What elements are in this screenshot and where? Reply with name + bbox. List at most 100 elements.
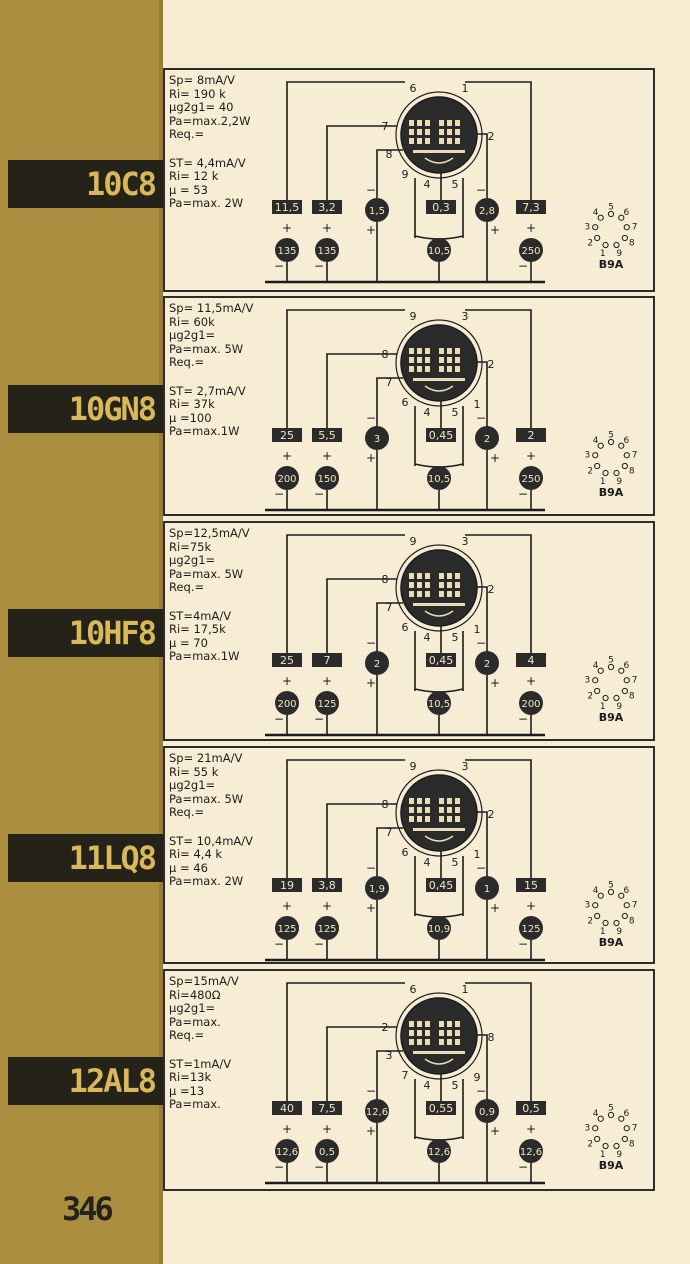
- base-pin-number: 1: [600, 249, 606, 259]
- voltage-box: 0,55: [426, 1101, 456, 1115]
- current-circle: 1,9: [365, 876, 389, 900]
- supply-circle-value: 250: [521, 246, 540, 257]
- base-pin-number: 5: [608, 1104, 614, 1114]
- pin-base-label: B9A: [599, 1159, 624, 1172]
- voltage-box: 7: [312, 653, 342, 667]
- polarity-minus: −: [366, 861, 376, 875]
- pin-number: 7: [386, 376, 393, 389]
- supply-circle-value: 0,5: [319, 1147, 335, 1158]
- supply-circle-value: 125: [317, 924, 336, 935]
- base-pin-number: 8: [629, 917, 635, 927]
- voltage-box-value: 40: [280, 1102, 294, 1115]
- base-pin-number: 7: [632, 450, 638, 460]
- voltage-box-value: 3,8: [318, 879, 336, 892]
- base-pin-number: 6: [624, 1109, 630, 1119]
- polarity-minus: −: [518, 259, 528, 273]
- spec-line: Sp= 8mA/V: [169, 73, 236, 87]
- current-circle: 2: [365, 651, 389, 675]
- voltage-box-value: 0,55: [429, 1102, 454, 1115]
- polarity-minus: −: [518, 712, 528, 726]
- voltage-box-value: 25: [280, 654, 294, 667]
- supply-circle: 12,6: [427, 1139, 451, 1163]
- spec-line: μg2g1= 40: [169, 100, 234, 114]
- voltage-box-value: 3,2: [318, 201, 336, 214]
- base-pin-number: 7: [632, 1123, 638, 1133]
- pin-number: 2: [382, 1021, 389, 1034]
- base-pin-number: 9: [616, 477, 622, 487]
- current-circle-value: 2: [484, 434, 490, 445]
- base-pin-number: 1: [600, 477, 606, 487]
- supply-circle: 200: [519, 691, 543, 715]
- current-circle: 2: [475, 426, 499, 450]
- voltage-box-value: 7: [324, 654, 331, 667]
- polarity-minus: −: [476, 183, 486, 197]
- voltage-box-value: 0,45: [429, 879, 454, 892]
- pin-number: 1: [474, 398, 481, 411]
- pin-number: 3: [462, 535, 469, 548]
- supply-circle-value: 10,5: [428, 246, 450, 257]
- voltage-box: 0,45: [426, 878, 456, 892]
- voltage-box: 0,45: [426, 653, 456, 667]
- base-pin-number: 5: [608, 656, 614, 666]
- spec-line: Pa=max. 2W: [169, 196, 244, 210]
- pin-base-label: B9A: [599, 486, 624, 499]
- spec-line: ST= 10,4mA/V: [169, 833, 254, 848]
- spec-line: μ =13: [169, 1083, 205, 1098]
- voltage-box-value: 7,3: [522, 201, 540, 214]
- spec-line: Req.=: [169, 805, 205, 819]
- spec-line: μ =100: [169, 410, 212, 425]
- pin-number: 6: [410, 82, 417, 95]
- polarity-plus: +: [526, 674, 536, 688]
- spec-line: Pa=max. 5W: [169, 341, 244, 356]
- spec-line: Pa=max.1W: [169, 649, 240, 663]
- base-pin-number: 9: [616, 249, 622, 259]
- polarity-plus: +: [282, 1122, 292, 1136]
- spec-line: Ri=75k: [169, 539, 212, 554]
- voltage-box-value: 0,5: [522, 1102, 540, 1115]
- polarity-minus: −: [274, 259, 284, 273]
- voltage-box-value: 11,5: [275, 201, 300, 214]
- pin-base-label: B9A: [599, 711, 624, 724]
- pin-number: 4: [424, 631, 431, 644]
- polarity-minus: −: [274, 1160, 284, 1174]
- page-number: 346: [62, 1190, 114, 1228]
- polarity-minus: −: [366, 1084, 376, 1098]
- polarity-minus: −: [314, 487, 324, 501]
- pin-number: 9: [402, 168, 409, 181]
- current-circle-value: 3: [374, 434, 380, 445]
- polarity-minus: −: [314, 1160, 324, 1174]
- polarity-plus: +: [490, 1124, 500, 1138]
- polarity-plus: +: [490, 223, 500, 237]
- spec-line: Pa=max.: [169, 1097, 221, 1111]
- pin-number: 4: [424, 406, 431, 419]
- current-circle-value: 2: [374, 659, 380, 670]
- voltage-box-value: 2: [528, 429, 535, 442]
- base-pin-number: 4: [593, 1109, 599, 1119]
- pin-number: 4: [424, 1079, 431, 1092]
- pin-number: 3: [386, 1049, 393, 1062]
- base-pin-number: 8: [629, 467, 635, 477]
- pin-number: 9: [410, 535, 417, 548]
- base-pin-number: 1: [600, 927, 606, 937]
- polarity-plus: +: [322, 674, 332, 688]
- base-pin-number: 3: [584, 675, 590, 685]
- current-circle-value: 0,9: [479, 1107, 495, 1118]
- polarity-plus: +: [366, 1124, 376, 1138]
- base-pin-number: 3: [584, 222, 590, 232]
- supply-circle-value: 10,5: [428, 474, 450, 485]
- spec-line: ST=4mA/V: [169, 608, 232, 623]
- current-circle-value: 1,9: [369, 884, 385, 895]
- spec-line: μg2g1=: [169, 553, 216, 567]
- polarity-minus: −: [274, 937, 284, 951]
- pin-number: 6: [402, 621, 409, 634]
- base-pin-number: 1: [600, 1150, 606, 1160]
- supply-circle-value: 200: [277, 699, 296, 710]
- polarity-minus: −: [518, 1160, 528, 1174]
- base-pin-number: 2: [587, 1140, 593, 1150]
- pin-base-label: B9A: [599, 936, 624, 949]
- pin-number: 4: [424, 856, 431, 869]
